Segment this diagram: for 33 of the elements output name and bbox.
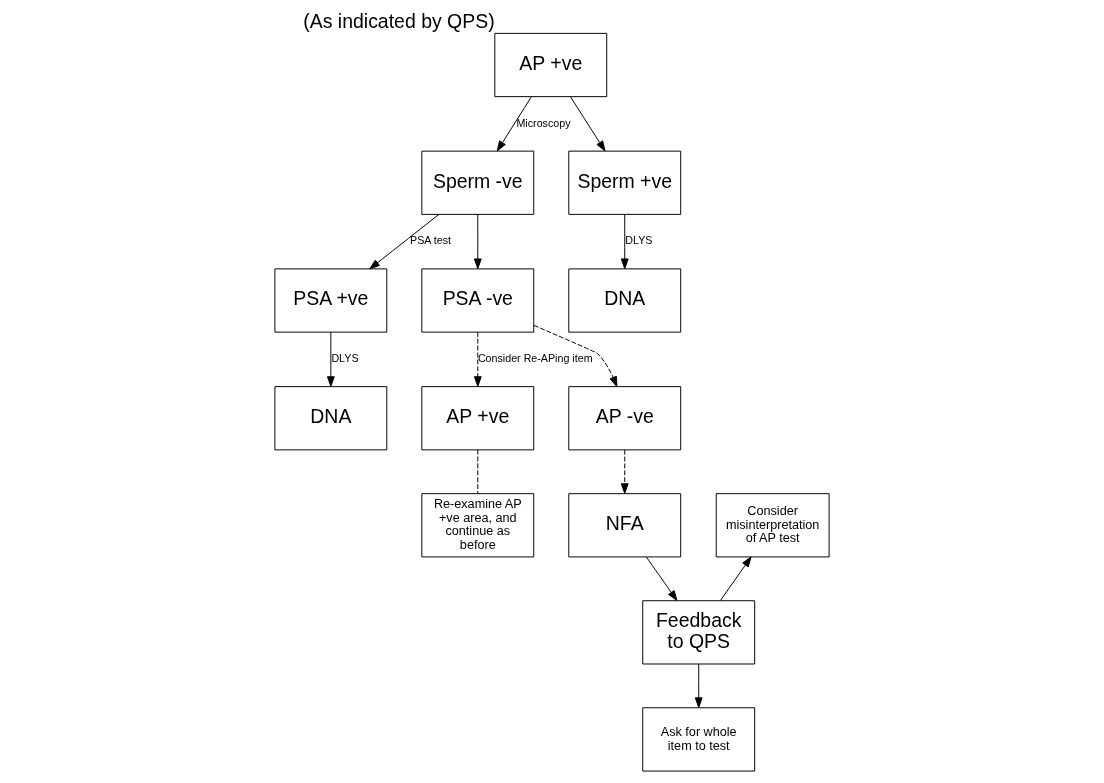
edge-label: DLYS — [331, 352, 359, 365]
node-box: Ask for whole item to test — [642, 707, 756, 772]
arrow — [473, 213, 482, 270]
arrow — [694, 663, 703, 708]
node-box: AP +ve — [494, 32, 608, 98]
node-box: Sperm +ve — [568, 150, 682, 215]
node-box: DNA — [568, 268, 682, 333]
connector — [477, 449, 479, 494]
node-box: PSA -ve — [421, 268, 535, 333]
node-box: DNA — [274, 386, 388, 451]
node-box: Feedback to QPS — [642, 600, 756, 665]
node-box: Re-examine AP +ve area, and continue as before — [421, 493, 535, 558]
arrow — [473, 331, 482, 387]
arrow — [326, 331, 335, 387]
node-box: PSA +ve — [274, 268, 388, 333]
arrow — [369, 213, 440, 270]
arrow — [496, 96, 532, 152]
arrow — [620, 449, 629, 494]
arrow — [620, 213, 629, 270]
edge-label: PSA test — [410, 234, 452, 247]
arrow — [645, 556, 678, 601]
edge-label: Consider Re-APing item — [477, 352, 593, 365]
node-label: (As indicated by QPS) — [303, 9, 495, 32]
arrow — [533, 324, 618, 388]
edge-label: DLYS — [625, 234, 653, 247]
edge-label: Microscopy — [516, 116, 571, 129]
arrow — [719, 556, 752, 601]
arrow — [569, 96, 606, 152]
node-box: Consider misinterpretation of AP test — [715, 493, 830, 558]
node-box: NFA — [568, 493, 682, 558]
node-box: Sperm -ve — [421, 150, 535, 215]
node-box: AP -ve — [568, 386, 682, 451]
node-box: AP +ve — [421, 386, 535, 451]
